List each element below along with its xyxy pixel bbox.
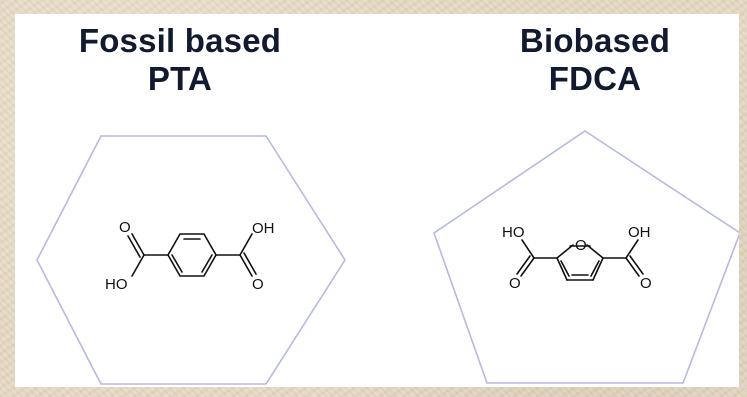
bond bbox=[586, 244, 604, 259]
bond bbox=[131, 233, 145, 256]
atom-label-oh: OH bbox=[252, 220, 275, 237]
bond bbox=[556, 257, 568, 281]
bond bbox=[516, 255, 531, 275]
bond bbox=[520, 257, 535, 277]
atom-label-o: O bbox=[119, 219, 131, 236]
biobased-title-line1: Biobased bbox=[519, 22, 671, 59]
bond bbox=[625, 239, 639, 259]
fossil-title-line2: PTA bbox=[147, 60, 213, 97]
bond bbox=[131, 254, 145, 277]
atom-label-ho: HO bbox=[502, 224, 525, 241]
bond bbox=[560, 260, 570, 277]
atom-label-o: O bbox=[252, 276, 264, 293]
atom-label-ring-o: O bbox=[575, 237, 587, 254]
bond bbox=[592, 257, 604, 281]
pta-molecule bbox=[127, 233, 257, 277]
biobased-title-line2: FDCA bbox=[548, 60, 642, 97]
benzene-ring bbox=[167, 233, 217, 277]
bond bbox=[243, 252, 257, 275]
atom-label-oh: OH bbox=[628, 224, 651, 241]
bond bbox=[556, 244, 574, 259]
bond bbox=[521, 239, 535, 259]
atom-label-ho: HO bbox=[105, 276, 128, 293]
bond bbox=[625, 257, 640, 277]
hexagon-frame bbox=[36, 135, 346, 385]
bond bbox=[629, 255, 644, 275]
bond bbox=[127, 235, 141, 258]
atom-label-o: O bbox=[509, 275, 521, 292]
biobased-fdca-title: Biobased FDCA bbox=[445, 22, 745, 98]
content-panel: Fossil based PTA Biobased FDCA bbox=[15, 14, 739, 387]
molecules-diagram: O OH HO O bbox=[36, 130, 739, 385]
bond bbox=[590, 260, 600, 277]
fdca-molecule bbox=[516, 239, 644, 281]
fossil-pta-title: Fossil based PTA bbox=[15, 22, 345, 98]
pentagon-frame bbox=[433, 130, 739, 384]
benzene-double-bond bbox=[171, 254, 183, 273]
bond bbox=[239, 233, 253, 256]
benzene-double-bond bbox=[201, 254, 213, 273]
fossil-title-line1: Fossil based bbox=[78, 22, 282, 59]
atom-label-o: O bbox=[640, 275, 652, 292]
bond bbox=[239, 254, 253, 277]
